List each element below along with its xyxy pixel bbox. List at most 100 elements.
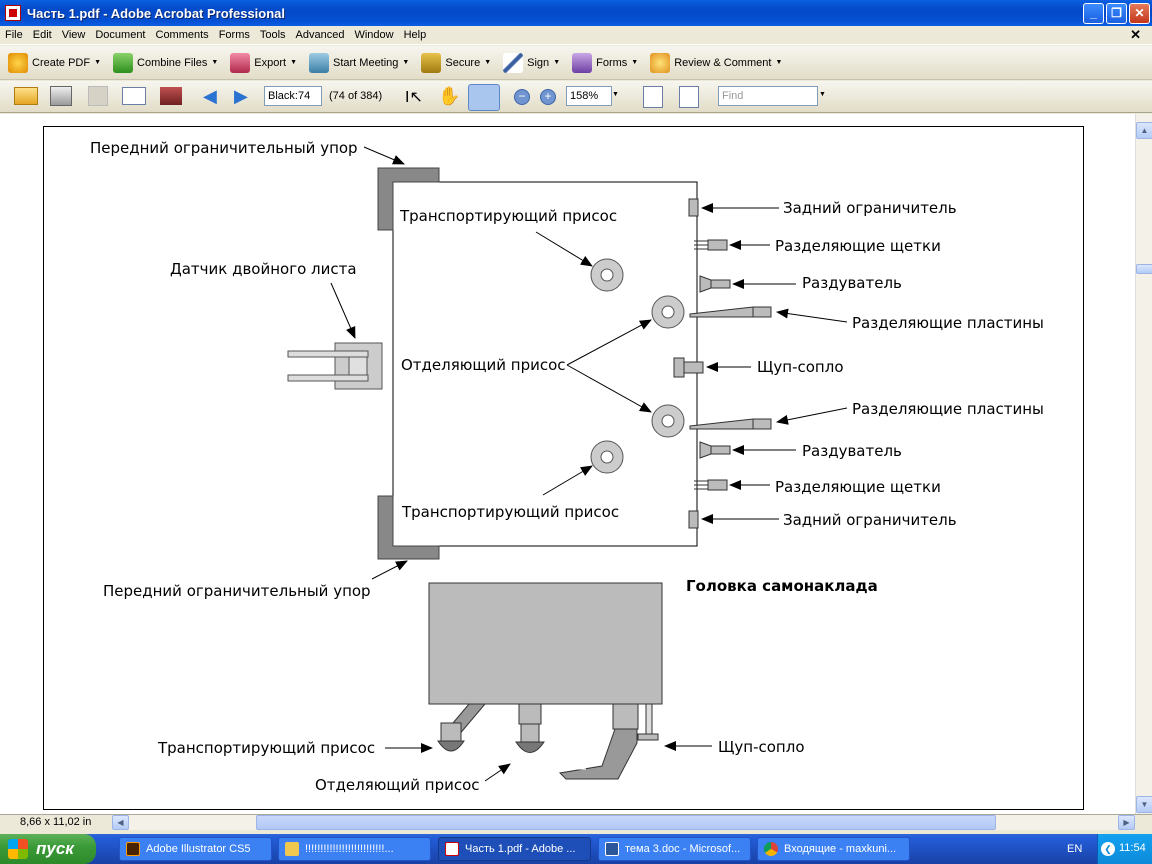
menu-advanced[interactable]: Advanced xyxy=(295,29,345,41)
separating-plates-top xyxy=(689,306,772,318)
menu-file[interactable]: File xyxy=(5,29,23,41)
probe-nozzle-top xyxy=(673,357,704,378)
fit-width-icon[interactable] xyxy=(643,86,663,108)
select-text-icon[interactable]: I↖ xyxy=(405,89,423,106)
scroll-left-icon[interactable]: ◀ xyxy=(112,815,129,830)
open-folder-icon[interactable] xyxy=(14,87,38,105)
feeder-head-body xyxy=(428,582,663,705)
separating-sucker-top xyxy=(651,295,685,329)
task-illustrator[interactable]: Adobe Illustrator CS5 xyxy=(119,837,272,861)
start-button[interactable]: пуск xyxy=(0,834,96,864)
system-tray: ❮ 11:54 xyxy=(1097,834,1152,864)
transport-sucker-bottom xyxy=(590,440,624,474)
chrome-icon xyxy=(764,842,778,856)
side-probe-nozzle xyxy=(558,703,659,780)
task-label: !!!!!!!!!!!!!!!!!!!!!!!!!!... xyxy=(305,843,394,855)
scroll-down-icon[interactable]: ▼ xyxy=(1136,796,1152,813)
window-title: Часть 1.pdf - Adobe Acrobat Professional xyxy=(27,5,286,21)
zoom-level-input[interactable]: 158% xyxy=(566,86,612,106)
create-pdf-button[interactable]: Create PDF▼ xyxy=(8,52,101,73)
task-label: Входящие - maxkuni... xyxy=(784,843,897,855)
scroll-right-icon[interactable]: ▶ xyxy=(1118,815,1135,830)
combine-files-button[interactable]: Combine Files▼ xyxy=(113,52,219,73)
export-button[interactable]: Export▼ xyxy=(230,52,297,73)
review-comment-button[interactable]: Review & Comment▼ xyxy=(650,52,782,73)
menu-document[interactable]: Document xyxy=(95,29,146,41)
review-comment-label: Review & Comment xyxy=(674,56,772,69)
separating-plates-bottom xyxy=(689,418,772,430)
scroll-thumb[interactable] xyxy=(1136,264,1152,274)
dropdown-arrow-icon: ▼ xyxy=(211,59,219,66)
separating-sucker-bottom xyxy=(651,404,685,438)
scroll-up-icon[interactable]: ▲ xyxy=(1136,122,1152,139)
label-separating-plates-bottom: Разделяющие пластины xyxy=(852,400,1044,418)
secure-button[interactable]: Secure▼ xyxy=(421,52,491,73)
combine-files-icon xyxy=(113,52,134,73)
label-head-title: Головка самонаклада xyxy=(686,577,878,595)
label-blower-bottom: Раздуватель xyxy=(802,442,902,460)
marquee-zoom-icon[interactable] xyxy=(468,84,500,111)
menu-help[interactable]: Help xyxy=(403,29,427,41)
save-icon[interactable] xyxy=(88,86,108,106)
previous-page-icon[interactable]: ◀ xyxy=(203,86,217,106)
label-separating-brushes-bottom: Разделяющие щетки xyxy=(775,478,941,496)
pdf-icon xyxy=(445,842,459,856)
secure-label: Secure xyxy=(445,56,481,69)
horizontal-scroll-thumb[interactable] xyxy=(256,815,996,830)
zoom-in-icon[interactable]: + xyxy=(540,89,556,105)
vertical-scrollbar[interactable]: ▲ ▼ xyxy=(1135,114,1152,814)
zoom-out-icon[interactable]: − xyxy=(514,89,530,105)
find-input[interactable]: Find xyxy=(718,86,818,106)
pen-icon xyxy=(503,52,524,73)
dropdown-arrow-icon: ▼ xyxy=(290,59,297,66)
front-stop-bottom xyxy=(377,495,440,560)
menu-window[interactable]: Window xyxy=(354,29,394,41)
task-label: тема 3.doc - Microsof... xyxy=(625,843,741,855)
find-dropdown-icon[interactable]: ▼ xyxy=(819,91,826,98)
menu-view[interactable]: View xyxy=(61,29,86,41)
next-page-icon[interactable]: ▶ xyxy=(234,86,248,106)
separating-brushes-bottom xyxy=(694,479,728,491)
document-area[interactable]: Передний ограничительный упор Передний о… xyxy=(0,114,1135,814)
page-count-label: (74 of 384) xyxy=(329,90,383,102)
zoom-dropdown-icon[interactable]: ▼ xyxy=(612,91,619,98)
transport-sucker-top xyxy=(590,258,624,292)
task-acrobat[interactable]: Часть 1.pdf - Adobe ... xyxy=(438,837,591,861)
email-icon[interactable] xyxy=(122,87,146,105)
pdf-page: Передний ограничительный упор Передний о… xyxy=(43,126,1084,810)
start-meeting-button[interactable]: Start Meeting▼ xyxy=(309,52,409,73)
label-transport-sucker-bottom: Транспортирующий присос xyxy=(401,503,619,521)
page-number-input[interactable]: Black:74 xyxy=(264,86,322,106)
minimize-button[interactable]: _ xyxy=(1083,3,1104,24)
word-icon xyxy=(605,842,619,856)
label-separating-plates-top: Разделяющие пластины xyxy=(852,314,1044,332)
export-icon xyxy=(230,52,251,73)
menu-comments[interactable]: Comments xyxy=(155,29,209,41)
tasks-toolbar: Create PDF▼ Combine Files▼ Export▼ Start… xyxy=(0,46,1152,80)
language-indicator[interactable]: EN xyxy=(1067,843,1083,855)
fit-page-icon[interactable] xyxy=(679,86,699,108)
task-chrome[interactable]: Входящие - maxkuni... xyxy=(757,837,910,861)
meeting-icon xyxy=(309,52,329,73)
menu-tools[interactable]: Tools xyxy=(259,29,286,41)
print-icon[interactable] xyxy=(50,86,72,106)
forms-button[interactable]: Forms▼ xyxy=(572,52,639,73)
bridge-icon[interactable] xyxy=(160,87,182,105)
dropdown-arrow-icon: ▼ xyxy=(631,59,639,66)
task-word[interactable]: тема 3.doc - Microsof... xyxy=(598,837,751,861)
forms-label: Forms xyxy=(596,56,628,69)
page-size-label: 8,66 x 11,02 in xyxy=(20,816,92,828)
task-folder[interactable]: !!!!!!!!!!!!!!!!!!!!!!!!!!... xyxy=(278,837,431,861)
close-button[interactable]: ✕ xyxy=(1129,3,1150,24)
close-document-icon[interactable]: ✕ xyxy=(1130,27,1141,42)
combine-files-label: Combine Files xyxy=(137,56,208,69)
maximize-button[interactable]: ❐ xyxy=(1106,3,1127,24)
tray-expand-icon[interactable]: ❮ xyxy=(1101,842,1115,856)
menu-forms[interactable]: Forms xyxy=(218,29,250,41)
folder-icon xyxy=(285,842,299,856)
sensor-rod xyxy=(287,374,369,382)
sign-button[interactable]: Sign▼ xyxy=(503,52,560,73)
menu-edit[interactable]: Edit xyxy=(32,29,52,41)
hand-tool-icon[interactable]: ✋ xyxy=(438,86,461,106)
illustrator-icon xyxy=(126,842,140,856)
